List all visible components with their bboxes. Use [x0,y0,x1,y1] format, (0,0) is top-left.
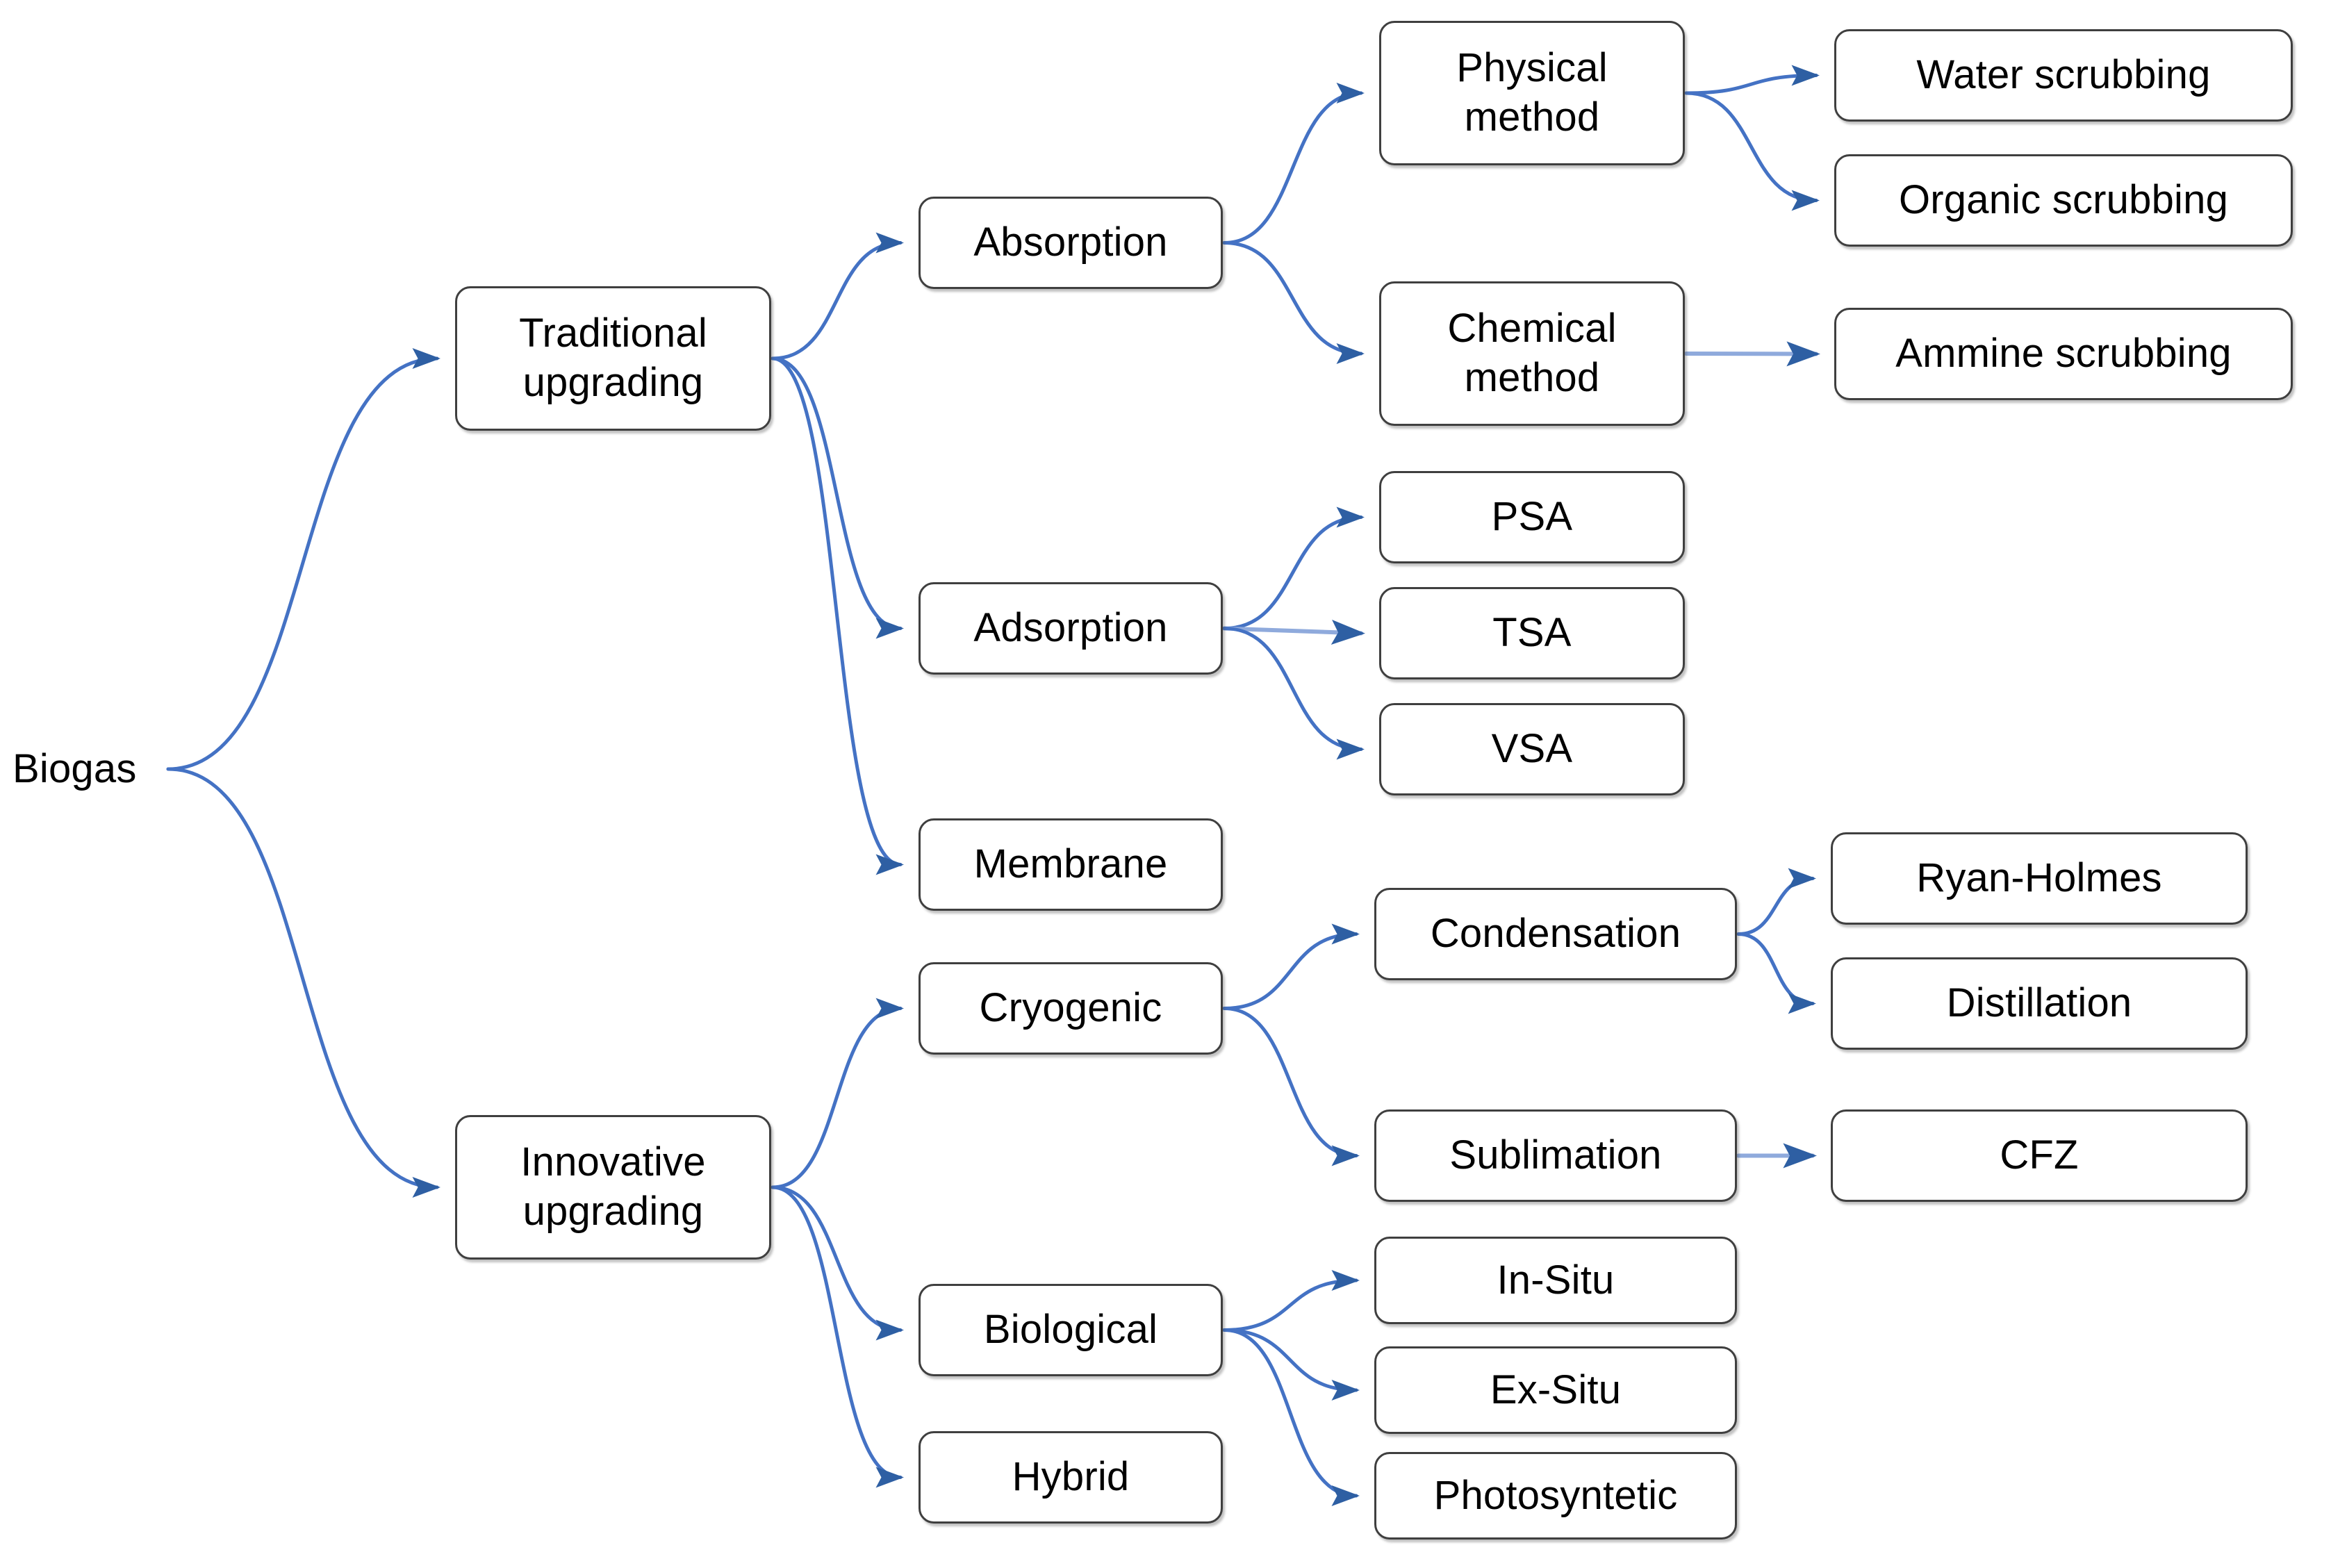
edge-biological-to-in-situ [1222,1270,1360,1332]
edge-condensation-to-ryan-holmes [1736,868,1816,936]
node-ryan-holmes[interactable]: Ryan-Holmes [1831,832,2248,925]
edge-innovative-to-cryogenic [771,998,904,1189]
node-label: Physical method [1456,45,1608,140]
edge-innovative-to-hybrid [771,1185,904,1488]
node-label: Membrane [973,841,1168,887]
edge-traditional-to-membrane [771,356,904,875]
edge-traditional-to-absorption [771,232,904,361]
node-ammine-scrubbing[interactable]: Ammine scrubbing [1834,308,2293,400]
node-innovative[interactable]: Innovative upgrading [455,1115,771,1260]
node-sublimation[interactable]: Sublimation [1374,1109,1737,1202]
node-label: Water scrubbing [1916,52,2211,98]
node-label: Hybrid [1012,1454,1130,1500]
node-condensation[interactable]: Condensation [1374,888,1737,980]
edge-adsorption-to-tsa [1222,619,1365,645]
edge-condensation-to-distillation [1736,932,1816,1014]
node-label: Absorption [973,220,1168,265]
node-label: Chemical method [1447,306,1617,400]
node-label: Distillation [1946,980,2132,1026]
edge-biological-to-photosyntetic [1222,1328,1360,1506]
node-distillation[interactable]: Distillation [1831,957,2248,1050]
node-physical-method[interactable]: Physical method [1379,21,1685,165]
edge-absorption-to-physical-method [1222,83,1365,245]
node-cryogenic[interactable]: Cryogenic [919,962,1223,1055]
node-tsa[interactable]: TSA [1379,587,1685,679]
edge-biological-to-ex-situ [1222,1328,1360,1401]
edge-innovative-to-biological [771,1185,904,1341]
node-ex-situ[interactable]: Ex-Situ [1374,1346,1737,1434]
node-organic-scrubbing[interactable]: Organic scrubbing [1834,154,2293,247]
node-label: In-Situ [1497,1257,1615,1303]
edge-traditional-to-adsorption [771,356,904,639]
node-label: Organic scrubbing [1898,177,2229,223]
edge-biogas-to-traditional [166,348,440,771]
node-psa[interactable]: PSA [1379,471,1685,563]
node-membrane[interactable]: Membrane [919,818,1223,911]
node-label: Ex-Situ [1490,1367,1622,1412]
edge-adsorption-to-vsa [1222,627,1365,760]
node-in-situ[interactable]: In-Situ [1374,1237,1737,1324]
edge-cryogenic-to-sublimation [1222,1007,1360,1166]
edge-adsorption-to-psa [1222,506,1365,630]
edge-biogas-to-innovative [166,767,440,1198]
node-absorption[interactable]: Absorption [919,197,1223,289]
node-label: Condensation [1430,911,1681,957]
node-label: Biological [983,1307,1158,1353]
node-label: CFZ [2000,1132,2079,1178]
node-biological[interactable]: Biological [919,1284,1223,1376]
node-label: Sublimation [1449,1132,1662,1178]
node-cfz[interactable]: CFZ [1831,1109,2248,1202]
node-label: Photosyntetic [1433,1472,1678,1518]
node-adsorption[interactable]: Adsorption [919,582,1223,675]
node-water-scrubbing[interactable]: Water scrubbing [1834,29,2293,122]
node-label: VSA [1491,726,1573,772]
edge-cryogenic-to-condensation [1222,923,1360,1010]
node-biogas[interactable]: Biogas [6,745,172,793]
node-label: Traditional upgrading [519,311,707,405]
edge-physical-method-to-water-scrubbing [1684,65,1820,95]
node-label: Ryan-Holmes [1916,855,2162,901]
edge-absorption-to-chemical-method [1222,241,1365,364]
node-photosyntetic[interactable]: Photosyntetic [1374,1452,1737,1540]
node-chemical-method[interactable]: Chemical method [1379,281,1685,426]
node-label: Innovative upgrading [520,1139,706,1234]
node-label: Ammine scrubbing [1895,331,2232,377]
node-label: Adsorption [973,605,1168,651]
node-label: Biogas [13,745,137,791]
node-traditional[interactable]: Traditional upgrading [455,286,771,431]
node-label: TSA [1492,610,1572,656]
node-label: PSA [1491,494,1573,540]
node-hybrid[interactable]: Hybrid [919,1431,1223,1524]
node-vsa[interactable]: VSA [1379,703,1685,795]
node-label: Cryogenic [979,985,1162,1031]
edge-physical-method-to-organic-scrubbing [1684,91,1820,211]
